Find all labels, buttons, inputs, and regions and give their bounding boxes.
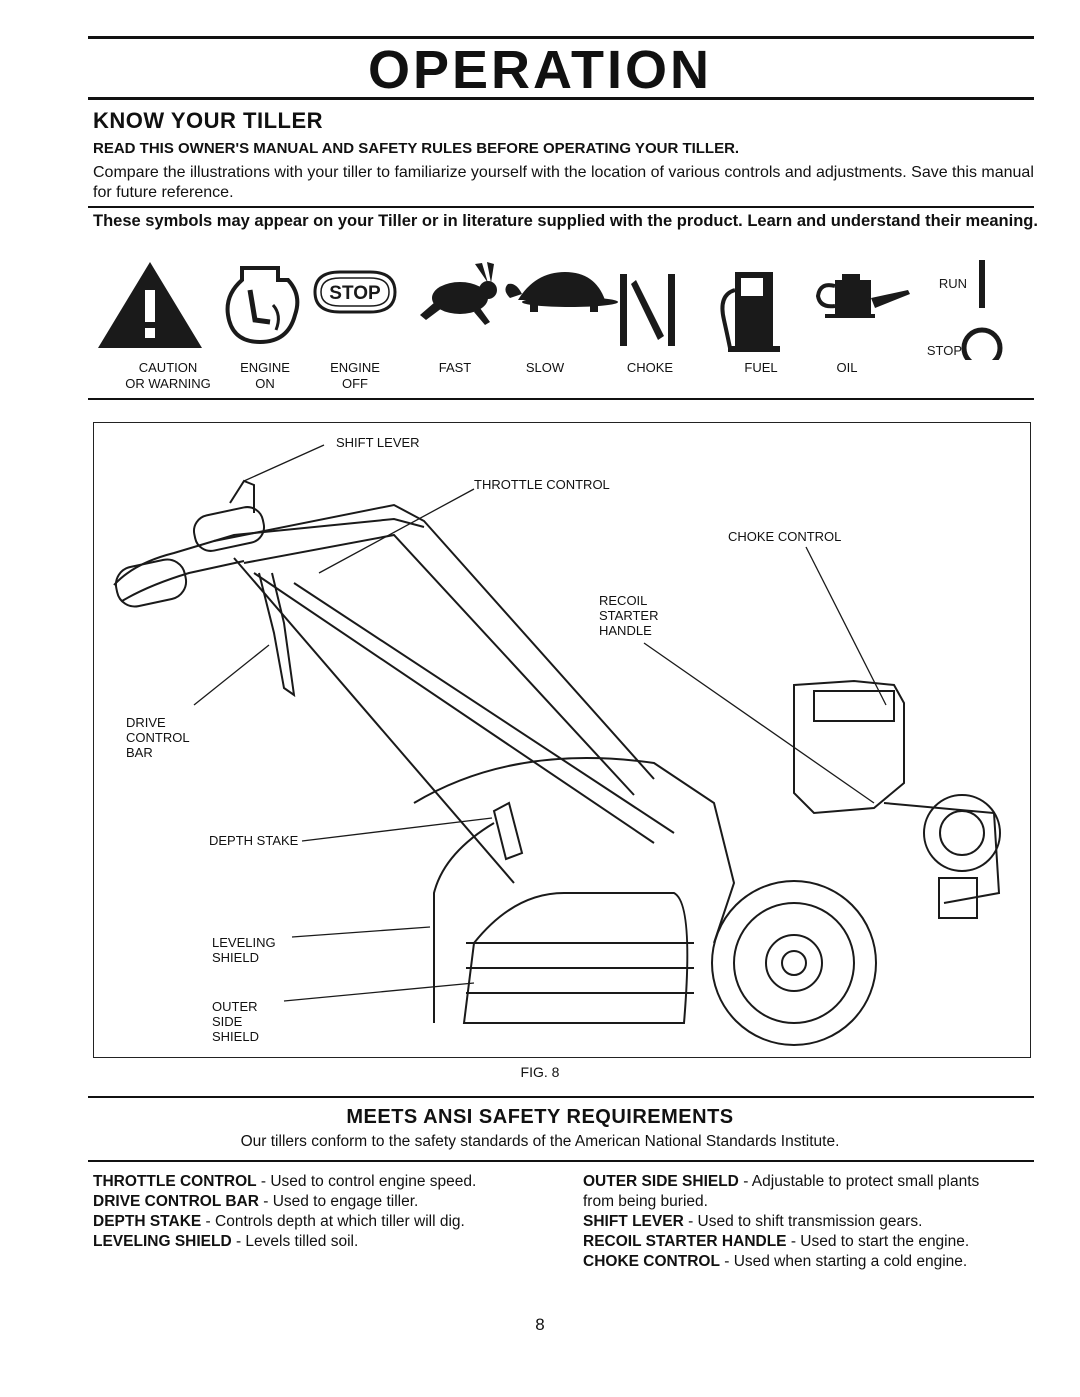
throttle-control-leader: [318, 488, 475, 574]
slow-label: SLOW: [525, 360, 565, 375]
section-heading: KNOW YOUR TILLER: [93, 108, 324, 133]
title-underline: [88, 97, 1034, 100]
read-manual-line: READ THIS OWNER'S MANUAL AND SAFETY RULE…: [93, 140, 740, 157]
recoil-starter-leader: [643, 642, 875, 804]
symbols-intro: These symbols may appear on your Tiller …: [93, 212, 1038, 230]
symbols-row: STOP RUN STOP: [98, 260, 1003, 360]
throttle-control-callout: THROTTLE CONTROL: [474, 477, 610, 492]
caution-triangle-icon: [98, 262, 202, 348]
definition-item: RECOIL STARTER HANDLE - Used to start th…: [583, 1233, 970, 1250]
ansi-text: Our tillers conform to the safety standa…: [240, 1133, 840, 1150]
compare-paragraph: Compare the illustrations with your till…: [93, 164, 1034, 201]
run-stop-icon: [961, 260, 1003, 360]
symbols-divider: [88, 206, 1034, 208]
definition-item: THROTTLE CONTROL - Used to control engin…: [93, 1173, 477, 1190]
leveling-shield-leader: [291, 926, 431, 938]
tiller-illustration: [113, 444, 1001, 1046]
definition-item: DEPTH STAKE - Controls depth at which ti…: [93, 1213, 465, 1230]
shift-lever-callout: SHIFT LEVER: [336, 435, 420, 450]
outer-side-shield-leader: [283, 982, 475, 1002]
drive-control-bar-callout: DRIVE CONTROL BAR: [126, 715, 190, 760]
choke-icon: [620, 274, 675, 346]
run-label: RUN: [939, 276, 967, 291]
choke-label: CHOKE: [626, 360, 674, 375]
turtle-icon: [505, 272, 618, 312]
fuel-pump-icon: [720, 272, 780, 352]
engine-on-icon: [225, 266, 300, 345]
rabbit-icon: [420, 262, 497, 325]
page-number: 8: [535, 1315, 545, 1334]
definition-item: SHIFT LEVER - Used to shift transmission…: [583, 1213, 923, 1230]
choke-control-leader: [805, 546, 887, 706]
definition-item: from being buried.: [583, 1193, 708, 1210]
definitions-left: THROTTLE CONTROL - Used to control engin…: [93, 1172, 563, 1252]
definitions-rule: [88, 1160, 1034, 1162]
symbols-bottom-rule: [88, 398, 1034, 400]
shift-lever-leader: [243, 444, 325, 482]
page-title: OPERATION: [367, 40, 712, 100]
ansi-heading: MEETS ANSI SAFETY REQUIREMENTS: [346, 1106, 734, 1128]
figure-caption: FIG. 8: [520, 1064, 560, 1080]
outer-side-shield-callout: OUTER SIDE SHIELD: [212, 999, 259, 1044]
depth-stake-callout: DEPTH STAKE: [209, 833, 299, 848]
top-rule: [88, 36, 1034, 39]
drive-control-bar-leader: [193, 644, 270, 706]
stop-sign-text: STOP: [329, 283, 381, 304]
definition-item: CHOKE CONTROL - Used when starting a col…: [583, 1253, 968, 1270]
tiller-figure: SHIFT LEVER THROTTLE CONTROL CHOKE CONTR…: [93, 422, 1031, 1058]
definition-item: LEVELING SHIELD - Levels tilled soil.: [93, 1233, 359, 1250]
ansi-rule: [88, 1096, 1034, 1098]
oil-can-icon: [815, 274, 910, 318]
stop-label: STOP: [927, 343, 962, 358]
fast-label: FAST: [438, 360, 472, 375]
definitions-right: OUTER SIDE SHIELD - Adjustable to protec…: [583, 1172, 1043, 1272]
engine-off-stop-icon: STOP: [313, 270, 397, 314]
leveling-shield-callout: LEVELING SHIELD: [212, 935, 276, 965]
definition-item: OUTER SIDE SHIELD - Adjustable to protec…: [583, 1173, 980, 1190]
definition-item: DRIVE CONTROL BAR - Used to engage tille…: [93, 1193, 419, 1210]
recoil-starter-handle-callout: RECOIL STARTER HANDLE: [599, 593, 659, 638]
choke-control-callout: CHOKE CONTROL: [728, 529, 842, 544]
oil-label: OIL: [836, 360, 858, 375]
fuel-label: FUEL: [744, 360, 778, 375]
depth-stake-leader: [301, 817, 493, 842]
